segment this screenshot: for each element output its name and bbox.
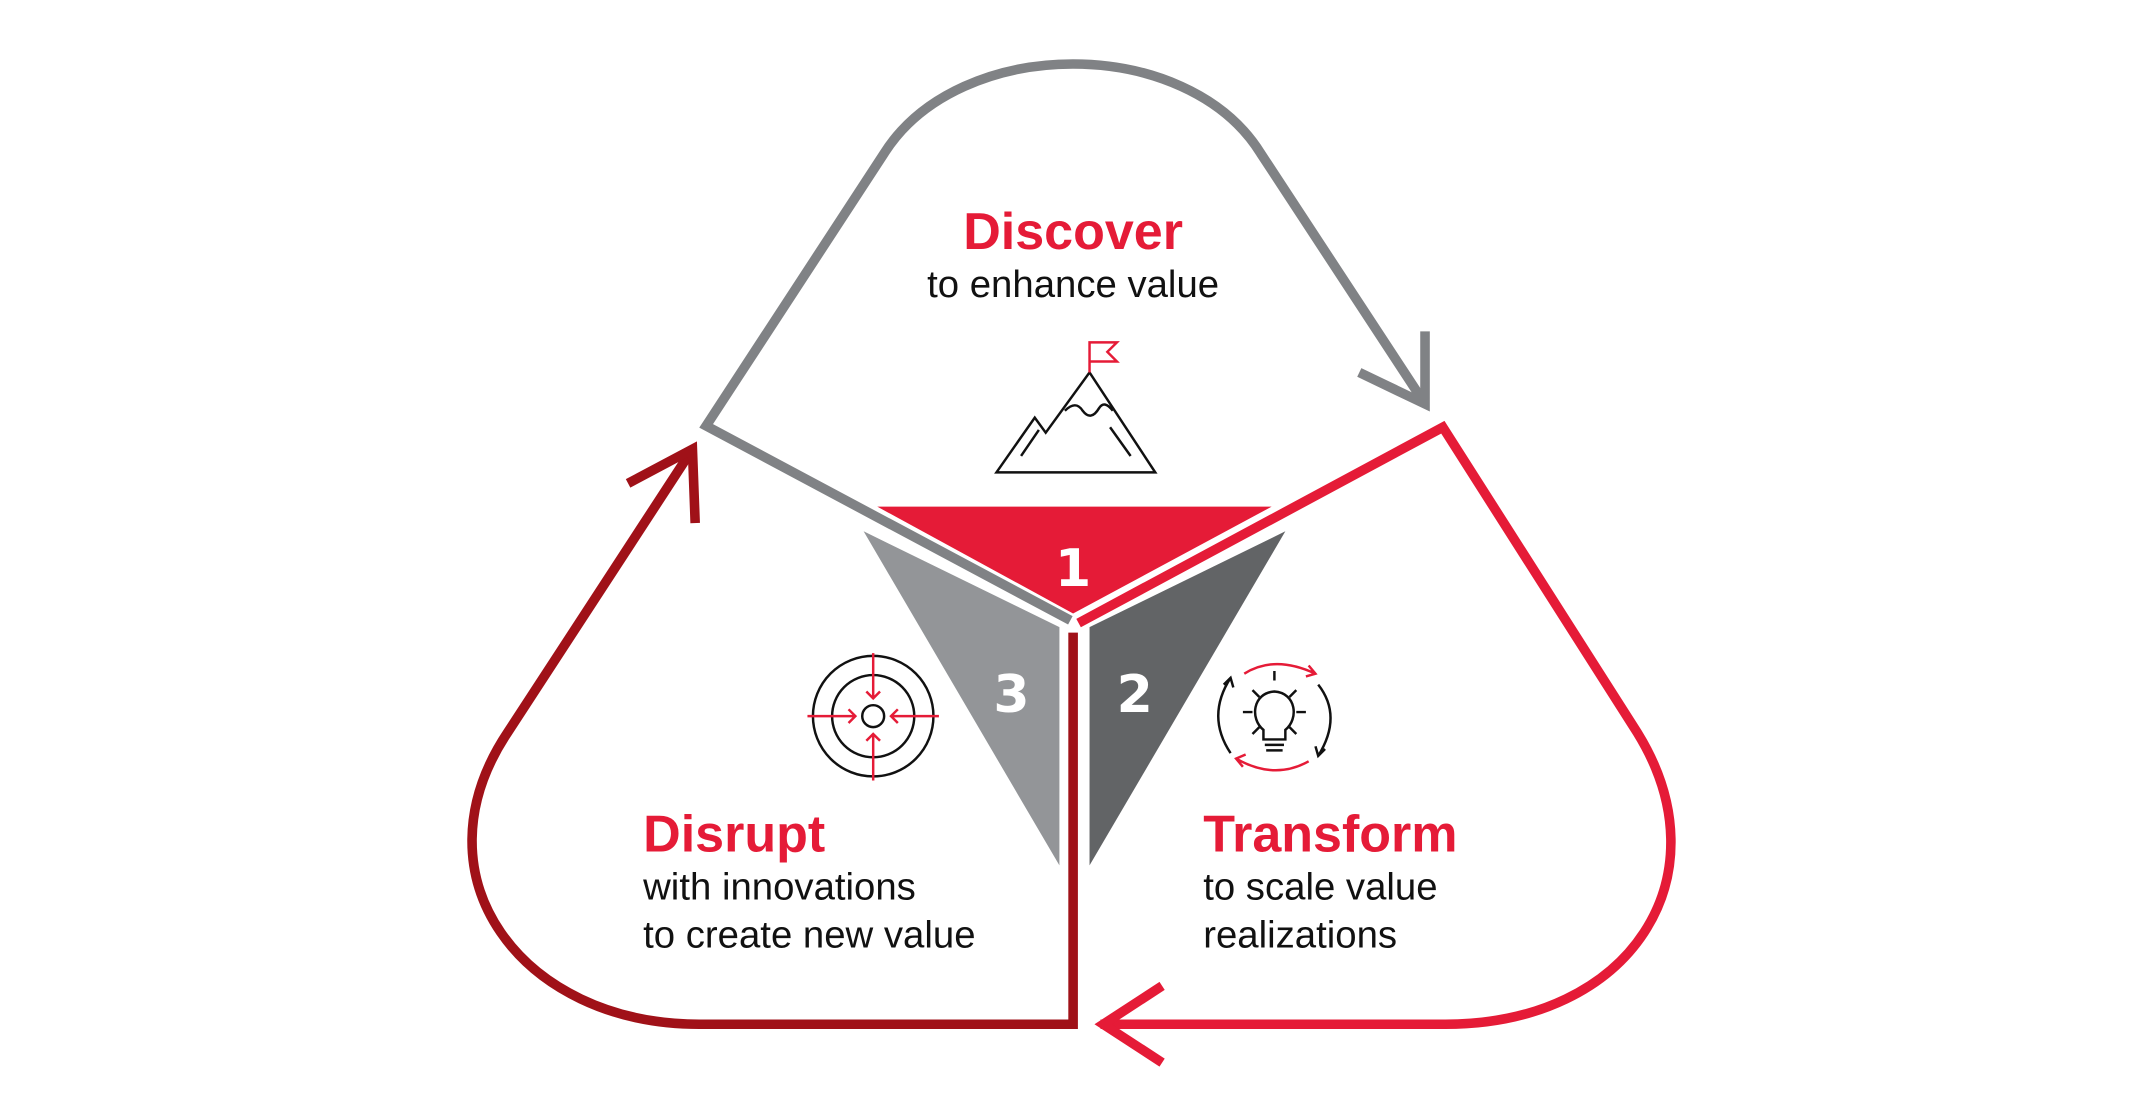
transform-line-2: realizations xyxy=(1203,914,1397,957)
stage-1-number: 1 xyxy=(1055,539,1091,599)
disrupt-line-2: to create new value xyxy=(643,914,975,957)
disrupt-loop-arrow xyxy=(467,441,1078,1030)
disrupt-line-1: with innovations xyxy=(642,866,916,909)
stage-3-number: 3 xyxy=(993,665,1029,725)
discover-subtitle: to enhance value xyxy=(927,263,1219,306)
discover-loop-arrow xyxy=(699,59,1430,625)
transform-loop-arrow xyxy=(1076,420,1676,1067)
discover-title: Discover xyxy=(963,203,1183,261)
lightbulb-cycle-icon xyxy=(1217,663,1332,772)
arrowhead-icon xyxy=(625,441,700,524)
disrupt-title: Disrupt xyxy=(643,806,825,864)
transform-title: Transform xyxy=(1203,806,1457,864)
stage-2-number: 2 xyxy=(1117,665,1153,725)
mountain-flag-icon xyxy=(994,341,1158,474)
transform-line-1: to scale value xyxy=(1203,866,1437,909)
stage-1-triangle xyxy=(877,506,1272,614)
arrowhead-icon xyxy=(1357,331,1430,412)
arrowhead-icon xyxy=(1094,981,1165,1067)
target-converge-icon xyxy=(807,653,939,781)
